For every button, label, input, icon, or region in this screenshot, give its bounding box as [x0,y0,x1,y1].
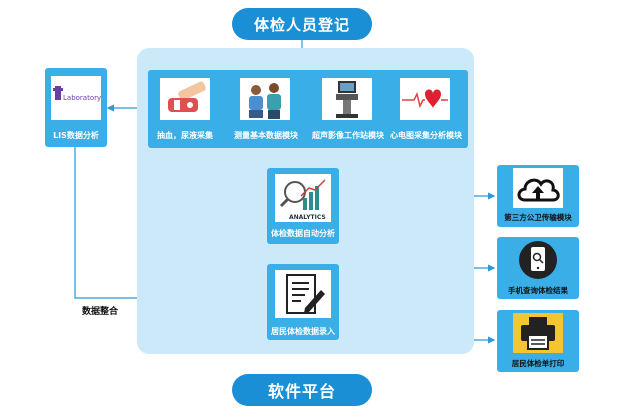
cloud-upload-icon [513,168,563,208]
lis-logo-text: Laboratory [63,94,101,102]
module-label-blood: 抽血，尿液采集 [157,131,213,140]
footer-title: 软件平台 [232,374,372,406]
form-edit-icon [275,270,331,318]
output-label-mobile: 手机查询体检结果 [508,286,568,295]
ultrasound-icon [322,78,372,120]
output-label-cloud: 第三方公卫传输模块 [504,213,572,222]
module-label-measurement: 测量基本数据模块 [234,131,298,140]
ecg-icon [400,78,450,120]
data-entry-label: 居民体检数据录入 [271,327,335,336]
analytics-icon: ANALYTICS [275,174,331,222]
auto-analysis-label: 体检数据自动分析 [271,229,335,238]
blood-collection-icon [160,78,210,120]
lis-label: LIS数据分析 [53,131,99,140]
printer-icon [513,313,563,353]
laboratory-logo-icon: Laboratory [51,76,101,120]
measurement-icon [240,78,290,120]
header-title: 体检人员登记 [232,8,372,40]
output-label-printer: 居民体检单打印 [511,359,565,368]
module-label-ecg: 心电图采集分析模块 [390,131,462,140]
analytics-text: ANALYTICS [289,214,326,221]
mobile-search-icon [513,240,563,280]
module-label-ultrasound: 超声影像工作站模块 [312,131,384,140]
integration-label: 数据整合 [82,307,119,317]
